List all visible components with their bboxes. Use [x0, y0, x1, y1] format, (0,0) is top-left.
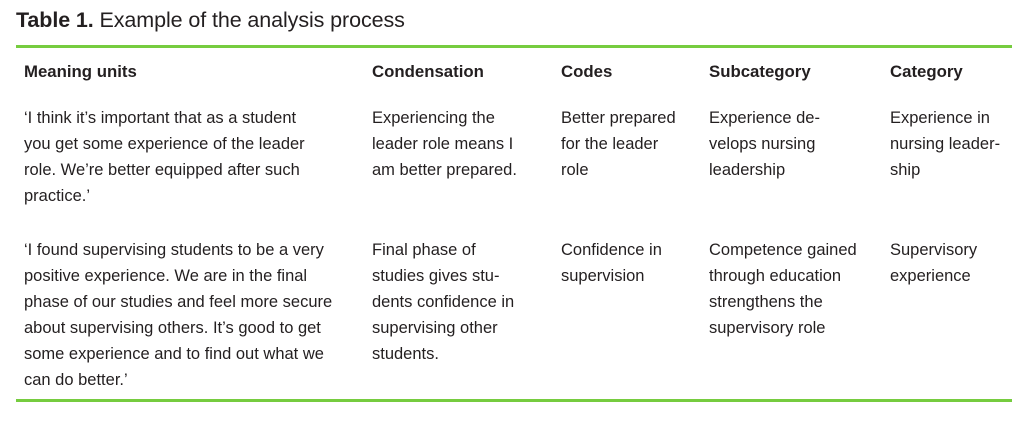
cell-condensation: Experiencing the leader role means I am be… — [372, 105, 552, 183]
cell-codes: Better prepared for the leader role — [561, 105, 701, 183]
cell-line: ship — [890, 161, 921, 179]
table-caption-label: Table 1. — [16, 8, 94, 32]
cell-line: through education — [709, 267, 842, 285]
cell-line: velops nursing — [709, 135, 816, 153]
cell-line: Competence gained — [709, 241, 857, 259]
cell-line: strengthens the — [709, 293, 823, 311]
table-row: ‘I think it’s important that as a studen… — [0, 105, 1024, 237]
column-header-meaning-units: Meaning units — [24, 62, 137, 81]
cell-line: am better prepared. — [372, 161, 517, 179]
column-header-codes: Codes — [561, 62, 613, 81]
cell-line: can do better.’ — [24, 371, 128, 389]
cell-line: you get some experience of the leader — [24, 135, 305, 153]
table-bottom-rule — [16, 399, 1012, 402]
cell-line: nursing leader- — [890, 135, 1001, 153]
cell-line: leader role means I — [372, 135, 514, 153]
column-header-condensation: Condensation — [372, 62, 484, 81]
cell-line: Experience de- — [709, 109, 820, 127]
cell-line: ‘I think it’s important that as a studen… — [24, 109, 297, 127]
cell-subcategory: Competence gained through education streng… — [709, 237, 884, 341]
cell-line: role — [561, 161, 589, 179]
table-header-row: Meaning units Condensation Codes Subcate… — [0, 60, 1024, 105]
cell-line: positive experience. We are in the final — [24, 267, 308, 285]
cell-line: experience — [890, 267, 971, 285]
cell-line: Experience in — [890, 109, 990, 127]
cell-line: supervision — [561, 267, 645, 285]
table-top-rule — [16, 45, 1012, 48]
cell-category: Supervisory experience — [890, 237, 1010, 289]
table-grid: Meaning units Condensation Codes Subcate… — [0, 60, 1024, 389]
cell-line: students. — [372, 345, 439, 363]
cell-line: ‘I found supervising students to be a ve… — [24, 241, 324, 259]
cell-line: dents confidence in — [372, 293, 515, 311]
cell-line: leadership — [709, 161, 786, 179]
cell-line: phase of our studies and feel more secur… — [24, 293, 333, 311]
cell-line: Experiencing the — [372, 109, 495, 127]
cell-line: some experience and to find out what we — [24, 345, 324, 363]
cell-line: Final phase of — [372, 241, 476, 259]
cell-condensation: Final phase of studies gives stu-dents co… — [372, 237, 552, 367]
cell-line: practice.’ — [24, 187, 91, 205]
cell-line: supervisory role — [709, 319, 826, 337]
cell-line: Confidence in — [561, 241, 662, 259]
cell-line: Supervisory — [890, 241, 978, 259]
cell-subcategory: Experience de-velops nursing leadership — [709, 105, 884, 183]
cell-meaning-units: ‘I think it’s important that as a studen… — [24, 105, 364, 209]
cell-line: Better prepared — [561, 109, 676, 127]
table-caption-title: Example of the analysis process — [99, 8, 405, 32]
cell-line: role. We’re better equipped after such — [24, 161, 300, 179]
column-header-category: Category — [890, 62, 963, 81]
cell-line: for the leader — [561, 135, 659, 153]
cell-codes: Confidence in supervision — [561, 237, 701, 289]
table-caption-text: Example of the analysis process — [94, 8, 405, 32]
table-row: ‘I found supervising students to be a ve… — [0, 237, 1024, 389]
cell-line: about supervising others. It’s good to g… — [24, 319, 321, 337]
cell-meaning-units: ‘I found supervising students to be a ve… — [24, 237, 364, 393]
cell-line: supervising other — [372, 319, 498, 337]
cell-category: Experience in nursing leader-ship — [890, 105, 1010, 183]
table-caption: Table 1. Example of the analysis process — [16, 6, 405, 34]
cell-line: studies gives stu- — [372, 267, 500, 285]
column-header-subcategory: Subcategory — [709, 62, 811, 81]
